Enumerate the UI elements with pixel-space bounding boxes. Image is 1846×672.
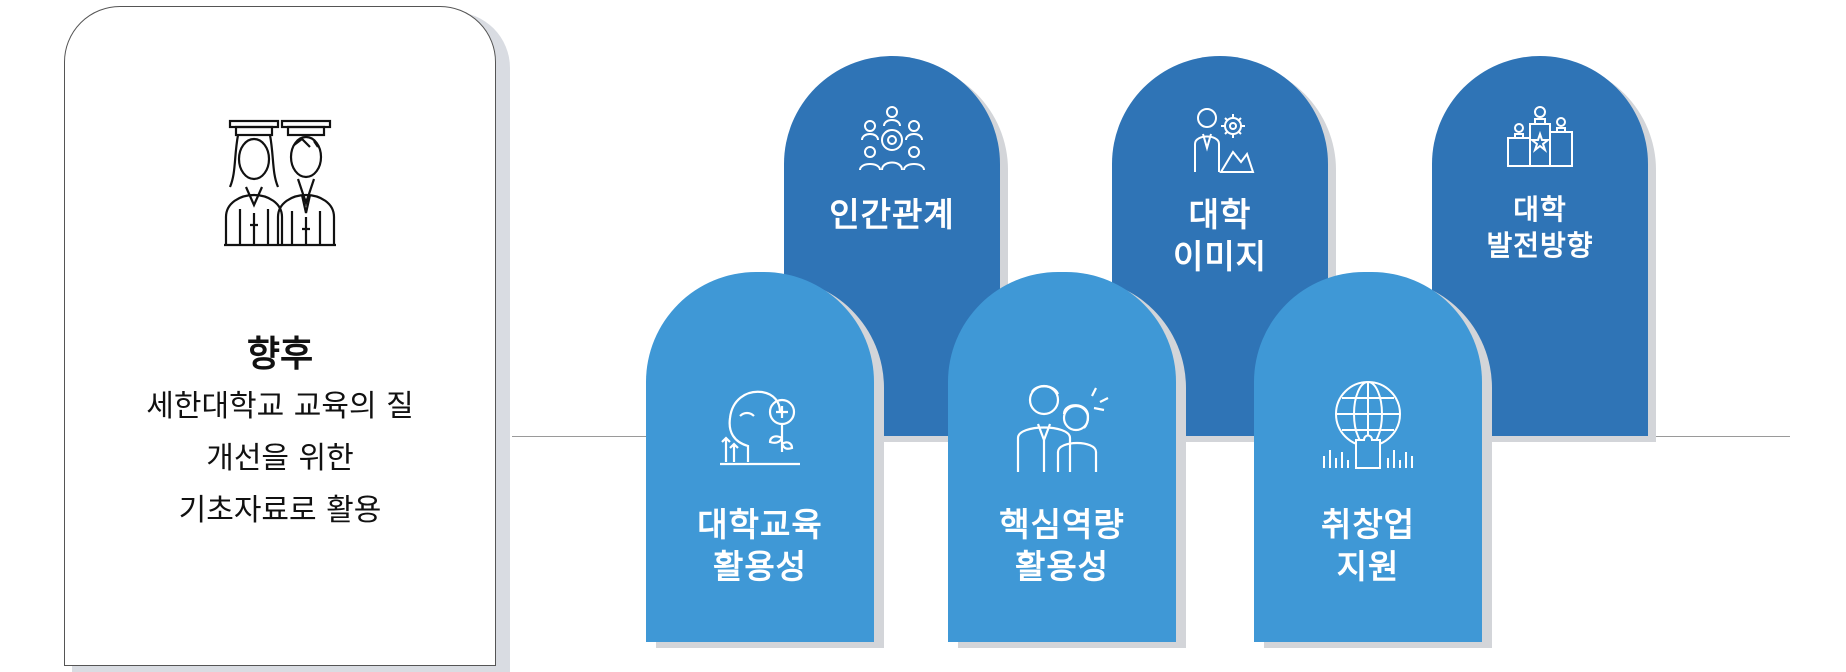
arch-edu-use-line-1: 대학교육 [697, 505, 823, 544]
globe-puzzle-icon [1323, 381, 1413, 469]
arch-edu-use: 대학교육 활용성 [646, 272, 874, 642]
arch-career-line-2: 지원 [1336, 547, 1400, 586]
card-line-2: 개선을 위한 [206, 441, 354, 476]
graduates-icon [224, 119, 336, 247]
arch-interpersonal-line-1: 인간관계 [829, 195, 955, 234]
business-person-gear-icon [1194, 108, 1255, 173]
arch-image-line-1: 대학 [1188, 195, 1252, 234]
card-line-1: 세한대학교 교육의 질 [146, 389, 414, 424]
arch-image-label: 대학 이미지 [1112, 194, 1328, 278]
arch-competency-line-2: 활용성 [1014, 547, 1110, 586]
arch-image-line-2: 이미지 [1172, 237, 1268, 276]
podium-icon [1507, 106, 1573, 167]
arch-career-line-1: 취창업 [1320, 505, 1416, 544]
arch-development-label: 대학 발전방향 [1432, 192, 1648, 264]
arch-development-line-2: 발전방향 [1486, 229, 1594, 262]
arch-career: 취창업 지원 [1254, 272, 1482, 642]
future-card: 향후 세한대학교 교육의 질 개선을 위한 기초자료로 활용 [64, 6, 496, 666]
head-growth-icon [720, 390, 800, 466]
card-title: 향후 [246, 334, 314, 375]
arch-edu-use-line-2: 활용성 [712, 547, 808, 586]
arch-competency: 핵심역량 활용성 [948, 272, 1176, 642]
arch-edu-use-label: 대학교육 활용성 [646, 504, 874, 588]
arch-career-label: 취창업 지원 [1254, 504, 1482, 588]
arch-development-line-1: 대학 [1513, 193, 1567, 226]
two-people-icon [1016, 384, 1109, 472]
arch-interpersonal-label: 인간관계 [784, 194, 1000, 236]
arch-competency-label: 핵심역량 활용성 [948, 504, 1176, 588]
card-line-3: 기초자료로 활용 [178, 493, 382, 528]
teamwork-icon [859, 106, 925, 171]
arch-competency-line-1: 핵심역량 [999, 505, 1125, 544]
